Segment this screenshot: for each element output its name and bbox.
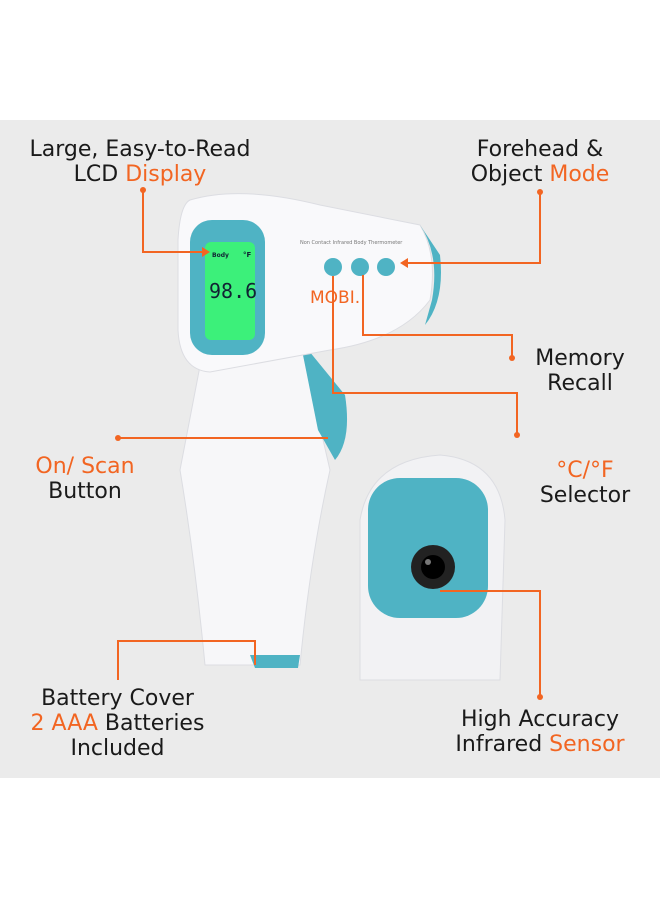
sensor-closeup [359,454,506,681]
callout-highlight: Mode [549,162,610,187]
callout-text: Object [470,162,550,187]
thermometer: Body °F 98.6 Non Contact Infrared Body T… [177,193,441,668]
callout-display: Large, Easy-to-Read LCD Display [10,137,270,187]
callout-sensor: High Accuracy Infrared Sensor [430,707,650,757]
callout-text: Included [70,736,165,761]
callout-highlight: Sensor [549,732,625,757]
brand-logo: MOBI. [310,288,360,308]
lcd-screen [205,242,255,340]
callout-text: Memory [535,346,625,371]
callout-text: LCD [73,162,126,187]
lcd-reading: 98.6 [209,279,257,303]
callout-text: Battery Cover [41,686,194,711]
device-header-text: Non Contact Infrared Body Thermometer [300,240,403,246]
mode-button[interactable] [377,258,395,276]
callout-scan: On/ Scan Button [15,454,155,504]
memory-button[interactable] [351,258,369,276]
callout-lines [117,190,541,697]
callout-text: Selector [539,483,631,508]
callout-highlight: 2 AAA [30,711,98,736]
callout-highlight: °C/°F [556,458,614,483]
callout-text: High Accuracy [461,707,619,732]
callout-battery: Battery Cover 2 AAA Batteries Included [5,686,230,761]
set-button[interactable] [324,258,342,276]
lcd-unit: °F [243,251,252,259]
callout-text: Forehead & [476,137,604,162]
callout-text: Batteries [97,711,205,736]
callout-text: Button [48,479,122,504]
callout-unit: °C/°F Selector [525,458,645,508]
callout-highlight: On/ Scan [35,454,135,479]
callout-highlight: Display [125,162,207,187]
lcd-mode: Body [212,252,229,259]
callout-text: Recall [547,371,613,396]
callout-text: Infrared [455,732,550,757]
callout-text: Large, Easy-to-Read [29,137,251,162]
callout-memory: Memory Recall [520,346,640,396]
callout-mode: Forehead & Object Mode [440,137,640,187]
